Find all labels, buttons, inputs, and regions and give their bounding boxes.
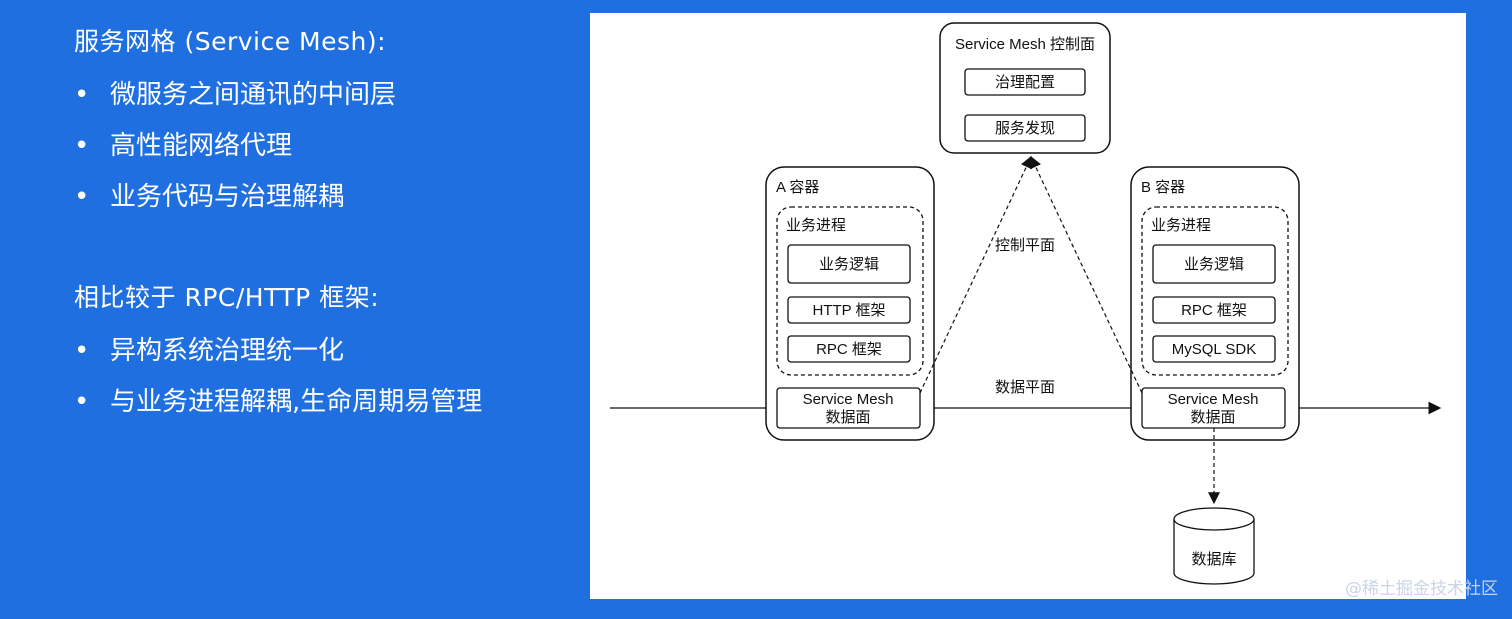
- a-mesh-dataplane-line2: 数据面: [825, 409, 870, 426]
- control-plane-title: Service Mesh 控制面: [955, 36, 1095, 53]
- bullet-dot: •: [74, 80, 90, 110]
- b-mysql-sdk-box: [1152, 335, 1276, 363]
- database-icon: [1173, 507, 1255, 585]
- service-discovery-box: [964, 114, 1086, 142]
- b-business-logic-box: [1152, 244, 1276, 284]
- bullet-text: 业务代码与治理解耦: [110, 182, 345, 212]
- a-mesh-dataplane-box: [776, 387, 921, 429]
- heading-service-mesh: 服务网格 (Service Mesh):: [74, 27, 387, 56]
- bullet-item: • 业务代码与治理解耦: [74, 176, 344, 213]
- control-link-a: [919, 155, 1032, 394]
- governance-config-label: 治理配置: [995, 74, 1055, 91]
- bullet-dot: •: [74, 387, 90, 417]
- control-plane-label: 控制平面: [995, 237, 1055, 254]
- a-http-framework-label: HTTP 框架: [812, 302, 885, 319]
- service-discovery-label: 服务发现: [995, 120, 1055, 137]
- bullet-item: • 高性能网络代理: [74, 125, 292, 162]
- b-mesh-dataplane-line1: Service Mesh: [1168, 391, 1259, 408]
- bullet-text: 高性能网络代理: [110, 131, 293, 161]
- database-label: 数据库: [1191, 551, 1236, 568]
- bullet-text: 异构系统治理统一化: [110, 336, 345, 366]
- a-mesh-dataplane-line1: Service Mesh: [803, 391, 894, 408]
- bullet-text: 微服务之间通讯的中间层: [110, 80, 397, 110]
- governance-config-box: [964, 68, 1086, 96]
- container-a-process-title: 业务进程: [786, 217, 846, 234]
- data-plane-label: 数据平面: [995, 379, 1055, 396]
- a-http-framework-box: [787, 296, 911, 324]
- a-rpc-framework-box: [787, 335, 911, 363]
- diagram-panel: Service Mesh 控制面 治理配置 服务发现 A 容器 业务进程 业务逻…: [590, 13, 1466, 599]
- a-business-logic-label: 业务逻辑: [819, 256, 879, 273]
- watermark: @稀土掘金技术社区: [1345, 579, 1498, 599]
- a-rpc-framework-label: RPC 框架: [816, 341, 882, 358]
- bullet-text: 与业务进程解耦,生命周期易管理: [110, 387, 483, 417]
- bullet-item: • 与业务进程解耦,生命周期易管理: [74, 381, 482, 418]
- heading-compare: 相比较于 RPC/HTTP 框架:: [74, 283, 380, 312]
- b-rpc-framework-box: [1152, 296, 1276, 324]
- a-business-logic-box: [787, 244, 911, 284]
- bullet-dot: •: [74, 336, 90, 366]
- b-mysql-sdk-label: MySQL SDK: [1172, 341, 1256, 358]
- left-text-panel: 服务网格 (Service Mesh): • 微服务之间通讯的中间层 • 高性能网络…: [0, 0, 580, 619]
- architecture-diagram: Service Mesh 控制面 治理配置 服务发现 A 容器 业务进程 业务逻…: [610, 22, 1442, 585]
- bullet-item: • 微服务之间通讯的中间层: [74, 74, 396, 111]
- bullet-item: • 异构系统治理统一化: [74, 330, 344, 367]
- container-b-process-title: 业务进程: [1151, 217, 1211, 234]
- b-rpc-framework-label: RPC 框架: [1181, 302, 1247, 319]
- container-a-title: A 容器: [776, 179, 819, 196]
- bullet-dot: •: [74, 182, 90, 212]
- control-link-b: [1030, 155, 1143, 394]
- b-mesh-dataplane-line2: 数据面: [1190, 409, 1235, 426]
- b-business-logic-label: 业务逻辑: [1184, 256, 1244, 273]
- bullet-dot: •: [74, 131, 90, 161]
- container-b-title: B 容器: [1141, 179, 1185, 196]
